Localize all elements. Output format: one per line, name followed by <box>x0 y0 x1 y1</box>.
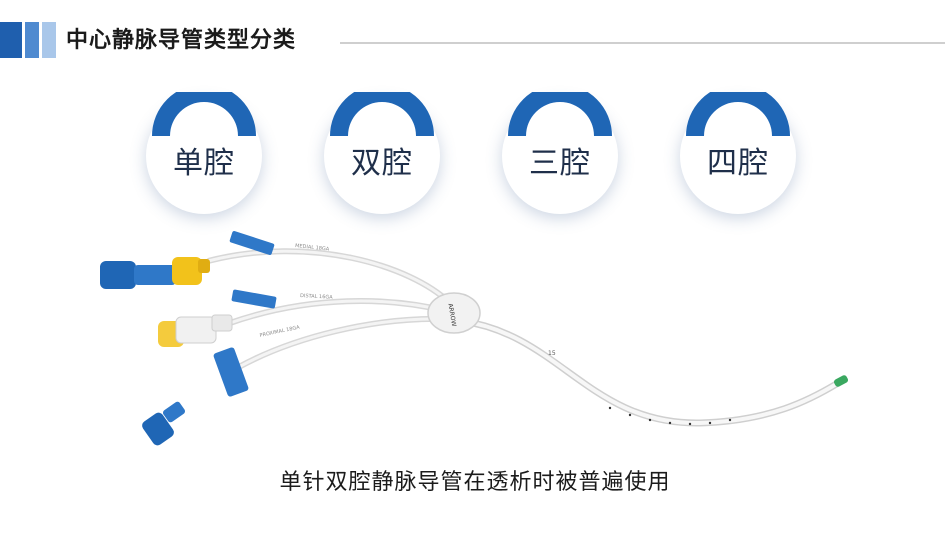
accent-bar-light <box>42 22 56 58</box>
lumen-type-double: 双腔 <box>324 92 444 214</box>
lumen-type-triple: 三腔 <box>502 92 622 214</box>
arc-icon <box>686 92 790 136</box>
lumen-label: 四腔 <box>707 146 769 181</box>
medial-clamp <box>229 231 275 255</box>
accent-bar-mid <box>25 22 39 58</box>
lumen-type-single: 单腔 <box>146 92 266 214</box>
juncture-hub <box>427 292 481 334</box>
arc-icon <box>508 92 612 136</box>
proximal-clamp <box>213 347 249 397</box>
catheter-tip <box>833 375 849 387</box>
distal-line-label: DISTAL 16GA <box>300 293 333 301</box>
medial-connector <box>100 257 210 289</box>
proximal-line-label: PROXIMAL 18GA <box>259 324 301 338</box>
accent-bar-dark <box>0 22 22 58</box>
distal-clamp <box>231 289 277 309</box>
title-accent-bars <box>0 22 80 58</box>
title-divider <box>340 42 945 44</box>
hub-label: ARROW <box>446 303 457 327</box>
slide-title: 中心静脉导管类型分类 <box>66 28 297 53</box>
arc-icon <box>152 92 256 136</box>
depth-mark: 15 <box>548 350 556 357</box>
distal-connector <box>158 314 233 347</box>
lumen-label: 三腔 <box>529 146 591 181</box>
catheter-illustration: MEDIAL 18GA DISTAL 16GA PROXIMAL 18GA 15… <box>100 231 849 446</box>
proximal-line <box>223 315 447 378</box>
depth-markings <box>608 406 732 426</box>
proximal-connector <box>142 401 186 446</box>
lumen-type-quad: 四腔 <box>680 92 800 214</box>
lumen-label: 双腔 <box>351 146 413 181</box>
arc-icon <box>330 92 434 136</box>
lumen-label: 单腔 <box>173 146 235 181</box>
medial-line-label: MEDIAL 18GA <box>295 243 330 253</box>
slide-caption: 单针双腔静脉导管在透析时被普遍使用 <box>279 470 671 495</box>
